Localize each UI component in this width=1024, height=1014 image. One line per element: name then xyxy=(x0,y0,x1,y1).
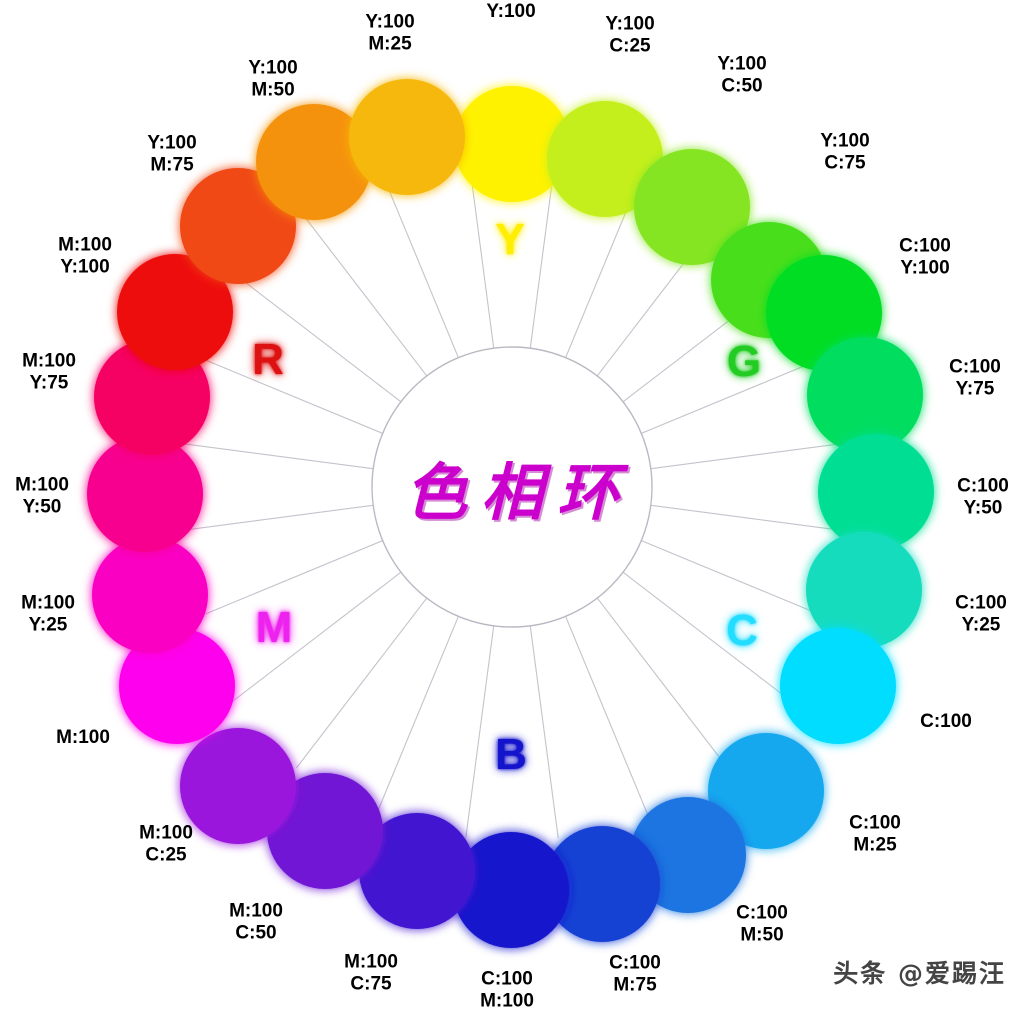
primary-letter-y: Y xyxy=(495,215,525,264)
swatch-label: M:100 Y:75 xyxy=(22,350,76,394)
color-swatch[interactable] xyxy=(92,537,208,653)
swatch-label: C:100 M:75 xyxy=(609,952,661,996)
color-swatch[interactable] xyxy=(547,101,663,217)
color-swatch[interactable] xyxy=(807,337,923,453)
swatch-label: M:100 xyxy=(56,726,110,748)
inner-circle-outline xyxy=(371,346,653,628)
spoke-line xyxy=(650,440,864,470)
spoke-line xyxy=(160,504,374,534)
spoke-line xyxy=(376,159,459,358)
swatch-label: C:100 M:100 xyxy=(480,968,534,1012)
swatch-circle-group xyxy=(87,79,934,948)
swatch-label: M:100 Y:100 xyxy=(58,234,112,278)
spoke-line xyxy=(650,504,864,534)
spoke-line xyxy=(184,540,383,623)
spoke-line xyxy=(230,571,402,703)
swatch-label: Y:100 C:25 xyxy=(605,13,655,57)
swatch-label: C:100 Y:75 xyxy=(949,356,1001,400)
color-swatch[interactable] xyxy=(87,436,203,552)
spoke-line xyxy=(296,597,428,769)
color-swatch[interactable] xyxy=(780,628,896,744)
spoke-line xyxy=(230,271,402,403)
swatch-label: C:100 M:50 xyxy=(736,902,788,946)
swatch-label: M:100 C:25 xyxy=(139,822,193,866)
swatch-label: M:100 Y:50 xyxy=(15,474,69,518)
swatch-label: Y:100 xyxy=(486,0,536,22)
swatch-label: M:100 Y:25 xyxy=(21,592,75,636)
primary-letter-c: C xyxy=(726,606,758,655)
color-swatch[interactable] xyxy=(180,168,296,284)
color-swatch[interactable] xyxy=(454,86,570,202)
spoke-line xyxy=(529,625,559,839)
swatch-label: M:100 C:75 xyxy=(344,951,398,995)
spoke-line xyxy=(160,440,374,470)
color-swatch[interactable] xyxy=(818,434,934,550)
primary-letter-m: M xyxy=(255,603,293,652)
spoke-line xyxy=(465,625,495,839)
radial-spoke-lines xyxy=(160,135,864,839)
spoke-line xyxy=(296,205,428,377)
swatch-label: Y:100 C:50 xyxy=(717,53,767,97)
primary-letter-r: R xyxy=(252,335,284,384)
swatch-label: C:100 xyxy=(920,710,972,732)
spoke-line xyxy=(565,616,648,815)
watermark: 头条 @爱踢汪 xyxy=(833,959,1006,988)
spoke-line xyxy=(596,597,728,769)
color-swatch[interactable] xyxy=(256,104,372,220)
color-swatch[interactable] xyxy=(349,79,465,195)
color-swatch[interactable] xyxy=(453,832,569,948)
swatch-label: C:100 Y:50 xyxy=(957,475,1009,519)
color-swatch[interactable] xyxy=(544,826,660,942)
primary-letter-g: G xyxy=(726,337,762,386)
primary-letter-b: B xyxy=(495,730,527,779)
color-swatch[interactable] xyxy=(119,628,235,744)
swatch-label: Y:100 M:50 xyxy=(248,57,298,101)
color-swatch[interactable] xyxy=(806,532,922,648)
spoke-line xyxy=(184,351,383,434)
center-title: 色相环 xyxy=(404,456,634,529)
swatch-label: Y:100 C:75 xyxy=(820,130,870,174)
swatch-label: M:100 C:50 xyxy=(229,900,283,944)
swatch-label: Y:100 M:25 xyxy=(365,11,415,55)
spoke-line xyxy=(622,571,794,703)
color-swatch[interactable] xyxy=(180,728,296,844)
swatch-label: C:100 Y:25 xyxy=(955,592,1007,636)
color-swatch[interactable] xyxy=(634,149,750,265)
swatch-label: Y:100 M:75 xyxy=(147,132,197,176)
spoke-line xyxy=(641,540,840,623)
color-swatch[interactable] xyxy=(117,254,233,370)
color-swatch[interactable] xyxy=(708,733,824,849)
color-swatch[interactable] xyxy=(359,813,475,929)
swatch-label: C:100 M:25 xyxy=(849,812,901,856)
swatch-label: C:100 Y:100 xyxy=(899,235,951,279)
color-swatch[interactable] xyxy=(267,773,383,889)
spoke-line xyxy=(376,616,459,815)
